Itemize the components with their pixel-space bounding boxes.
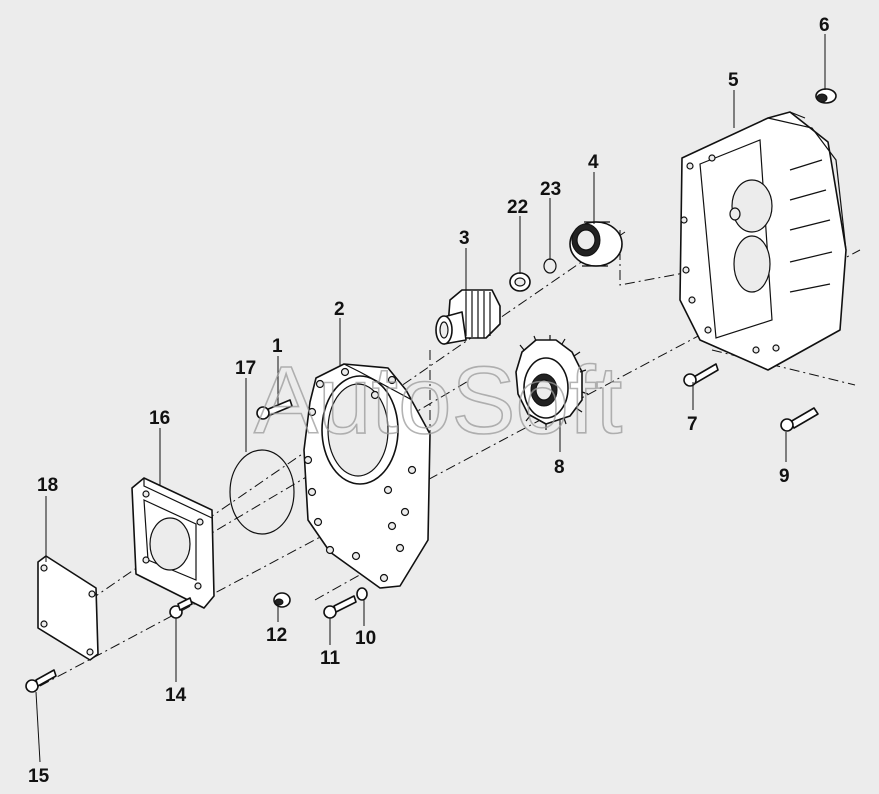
callout-4[interactable]: 4	[588, 152, 599, 173]
callout-22[interactable]: 22	[507, 197, 528, 218]
callout-12[interactable]: 12	[266, 625, 287, 646]
callout-1[interactable]: 1	[272, 336, 283, 357]
washer-10	[356, 587, 368, 601]
callout-17[interactable]: 17	[235, 358, 256, 379]
bolt-1	[256, 399, 293, 420]
bolt-14	[169, 597, 193, 619]
callout-labels: 1 2 3 4 5 6 7 8 9 10 11 12 14 15 16 17 1…	[28, 15, 830, 787]
plug-12	[273, 592, 291, 608]
shaft-gear-3	[435, 289, 501, 345]
callout-2[interactable]: 2	[334, 299, 345, 320]
leader-lines	[35, 34, 826, 763]
callout-23[interactable]: 23	[540, 179, 561, 200]
retaining-ring-23	[543, 258, 557, 274]
bolt-11	[323, 595, 357, 619]
callout-15[interactable]: 15	[28, 766, 50, 787]
callout-11[interactable]: 11	[320, 648, 341, 669]
bolt-9	[780, 407, 819, 432]
plug-6	[815, 88, 837, 104]
cover-plate-2	[303, 363, 431, 589]
o-ring-17	[229, 449, 295, 535]
blank-plate-18	[37, 555, 99, 661]
callout-8[interactable]: 8	[554, 457, 565, 478]
housing	[679, 111, 847, 371]
watermark: AutoSoft	[254, 347, 622, 454]
callout-7[interactable]: 7	[687, 414, 698, 435]
thrust-washer-22	[509, 272, 531, 292]
callout-6[interactable]: 6	[819, 15, 830, 36]
callout-18[interactable]: 18	[37, 475, 58, 496]
large-gear-8	[515, 335, 589, 430]
bolt-15	[25, 669, 57, 693]
callout-9[interactable]: 9	[779, 466, 790, 487]
flange-16	[131, 477, 215, 609]
bolt-7	[683, 363, 719, 387]
callout-5[interactable]: 5	[728, 70, 739, 91]
callout-3[interactable]: 3	[459, 228, 470, 249]
callout-10[interactable]: 10	[355, 628, 376, 649]
callout-14[interactable]: 14	[165, 685, 187, 706]
bearing	[569, 221, 623, 267]
callout-16[interactable]: 16	[149, 408, 170, 429]
